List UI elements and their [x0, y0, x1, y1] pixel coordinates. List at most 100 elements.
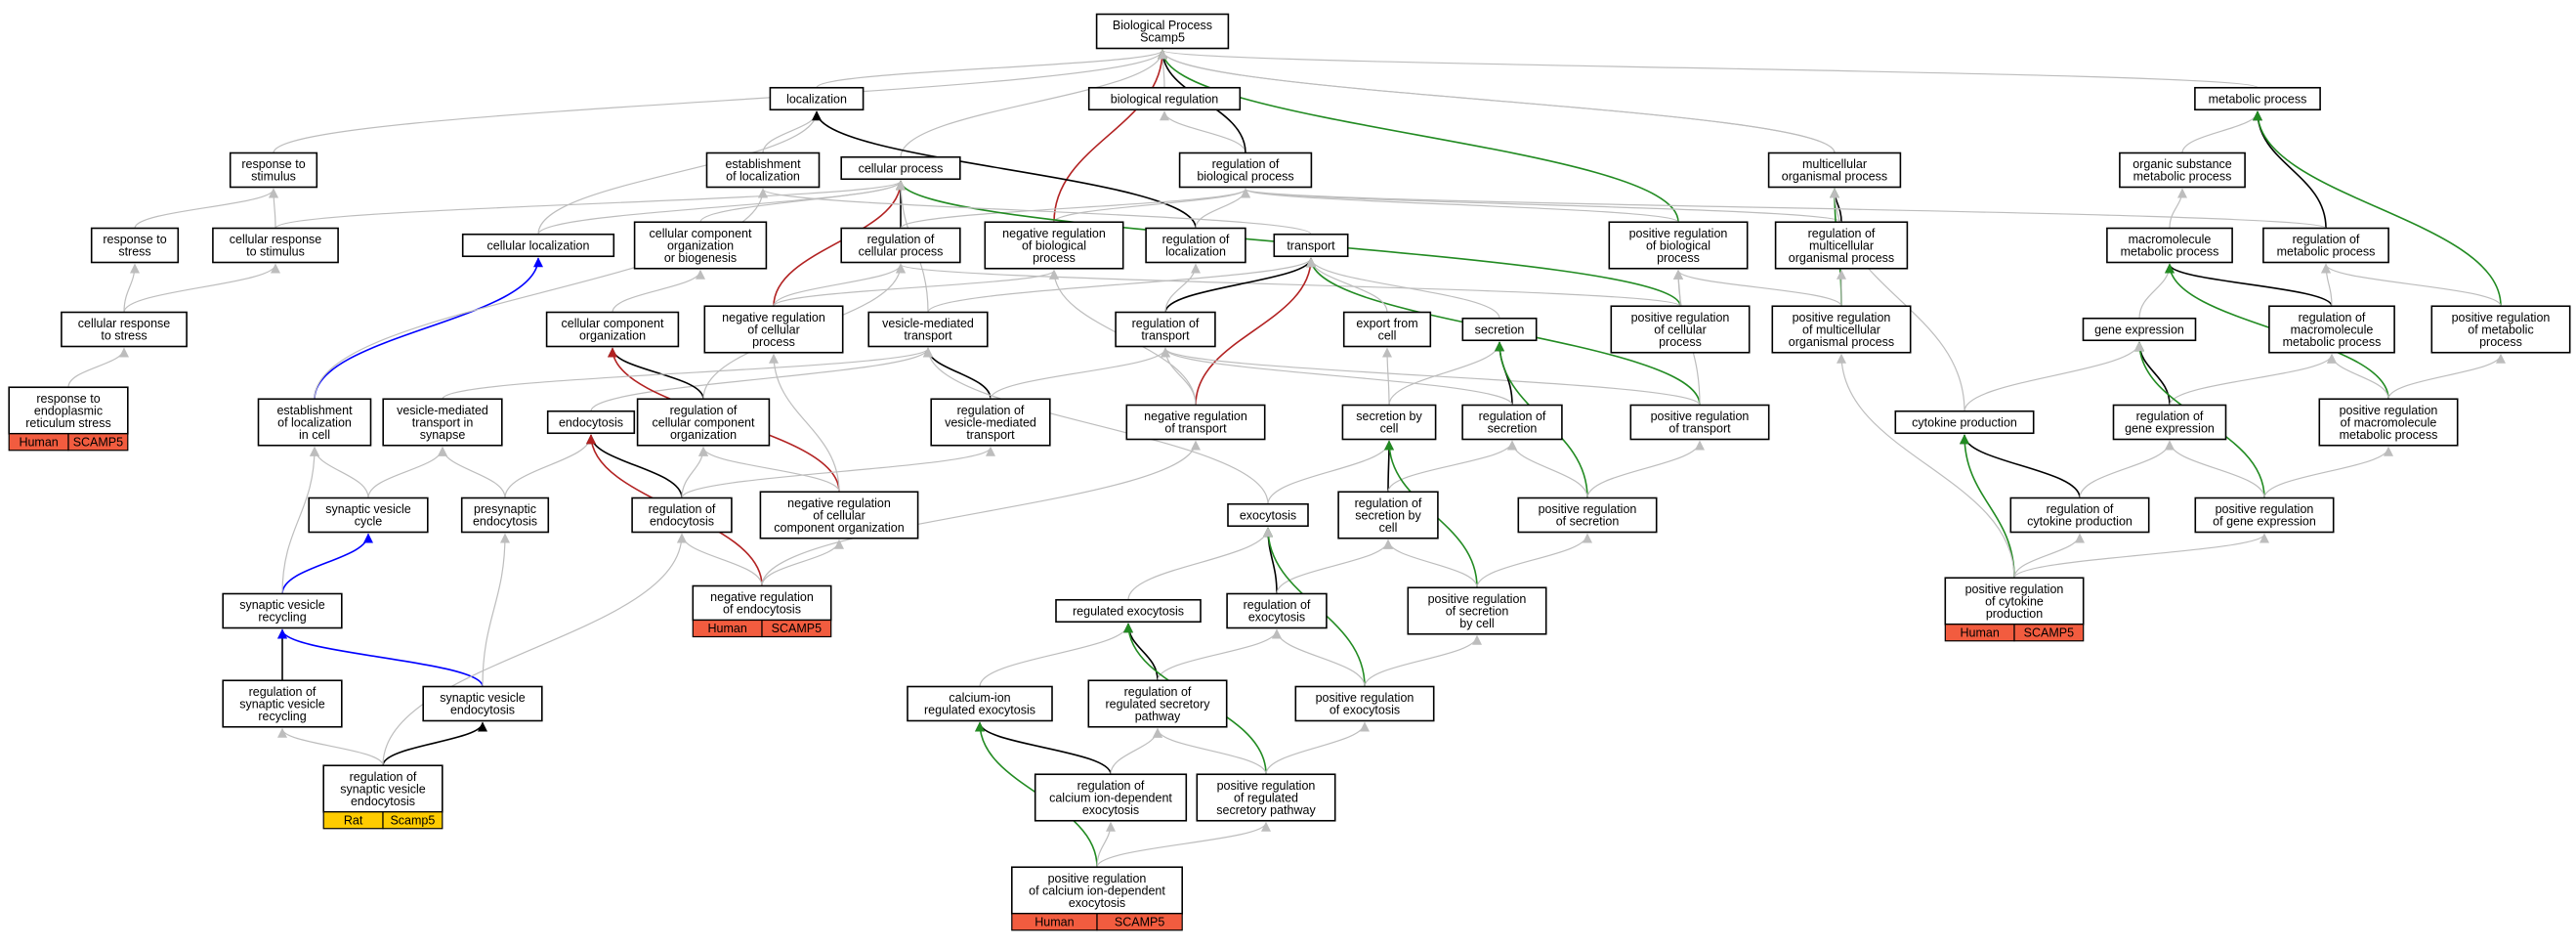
node-box [692, 584, 832, 622]
node-box [705, 151, 821, 189]
node-label: of secretion [1446, 604, 1509, 618]
node-box [1125, 404, 1266, 441]
go-term-node[interactable]: endocytosis [546, 410, 636, 435]
go-term-node[interactable]: gene expression [2082, 317, 2197, 342]
node-label: secretion [1488, 422, 1538, 436]
relation-edge [761, 539, 844, 586]
node-label: regulation of [1212, 157, 1280, 171]
gene-label: SCAMP5 [1115, 915, 1164, 928]
node-label: production [1986, 607, 2043, 621]
go-term-node[interactable]: cellular process [840, 155, 961, 181]
node-label: positive regulation [1651, 410, 1750, 423]
node-label: organismal process [1789, 335, 1894, 349]
go-term-node[interactable]: regulated exocytosis [1055, 598, 1202, 624]
node-label: secretion [1475, 323, 1525, 336]
go-term-node[interactable]: transport [1273, 233, 1349, 258]
go-term-node[interactable]: metabolic process [2194, 86, 2321, 111]
node-label: gene expression [2094, 323, 2184, 336]
go-term-node[interactable]: cytokine production [1894, 410, 2035, 435]
gene-label: Scamp5 [390, 813, 435, 827]
go-term-node[interactable]: exocytosis [1227, 502, 1309, 528]
relation-edge [2169, 188, 2187, 229]
node-label: localization [786, 92, 847, 106]
go-term-node[interactable]: localization [769, 86, 865, 111]
node-box [2009, 496, 2150, 534]
node-box [1342, 311, 1432, 348]
node-label: positive regulation [1965, 582, 2064, 596]
node-label: regulation of [1808, 227, 1876, 240]
go-term-node[interactable]: cellular localization [461, 233, 615, 258]
node-label: transport [1141, 329, 1190, 343]
relation-edge [2387, 353, 2506, 400]
node-label: regulation of [1162, 233, 1230, 246]
node-label: exocytosis [1240, 508, 1296, 522]
go-term-node[interactable]: biological regulation [1087, 86, 1242, 111]
node-box [1273, 233, 1349, 258]
node-box [90, 227, 180, 264]
node-label: of cytokine [1985, 594, 2044, 608]
node-box [229, 151, 318, 189]
go-term-node[interactable]: secretion [1461, 317, 1538, 342]
node-label: cellular component [562, 317, 664, 330]
